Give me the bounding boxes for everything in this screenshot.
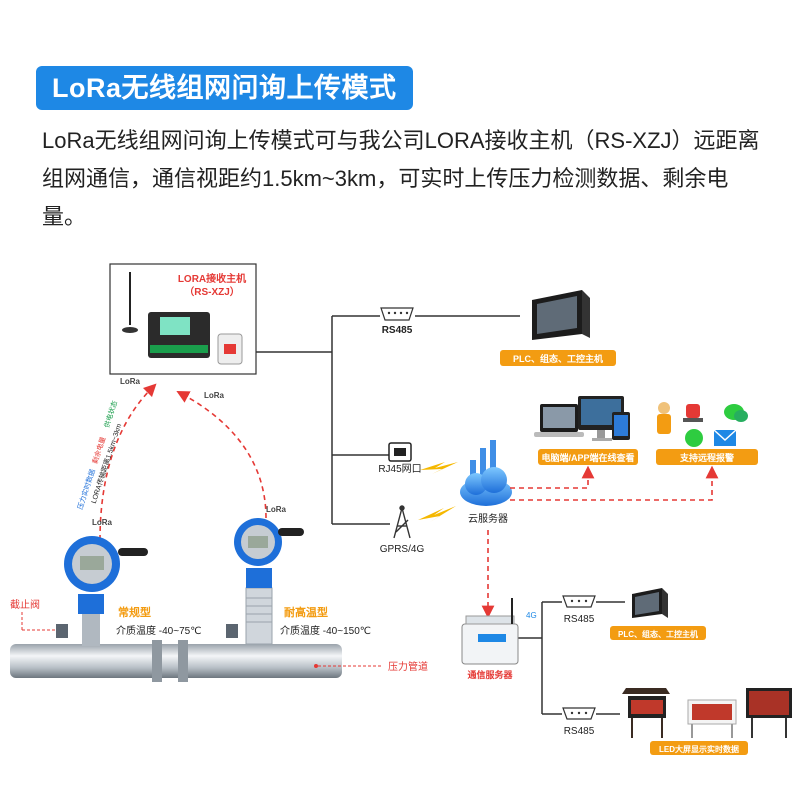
valve-icon xyxy=(56,624,68,638)
pressure-pipe xyxy=(10,640,342,682)
plc-mid-label: PLC、组态、工控主机 xyxy=(618,629,698,639)
rj45-label: RJ45网口 xyxy=(378,463,421,475)
led-badge xyxy=(650,741,748,755)
rs485-port-icon xyxy=(562,707,596,720)
monitor-icon xyxy=(532,290,590,340)
gateway-device xyxy=(461,598,519,665)
antenna-icon xyxy=(118,548,148,556)
pc-app-badge xyxy=(538,449,638,465)
rs485-top-label: RS485 xyxy=(382,325,413,336)
plc-top-label: PLC、组态、工控主机 xyxy=(513,353,603,364)
rs485-port-icon xyxy=(380,307,414,321)
valve-icon xyxy=(226,624,238,638)
gateway-label: 通信服务器 xyxy=(467,669,513,680)
lora-badge: LoRa xyxy=(92,518,113,527)
message-icon xyxy=(685,429,703,447)
led-display-icons xyxy=(622,688,792,738)
transmitter-high-temp xyxy=(226,518,304,645)
remote-alarm-icons xyxy=(657,402,748,447)
tower-icon xyxy=(393,505,411,539)
pc-app-devices xyxy=(534,396,630,441)
rs485-mid-label: RS485 xyxy=(564,614,595,625)
uplink-labels: 压力实时数据 剩余电量 供电状态 LORA传输距离1.5km~3km xyxy=(75,399,123,510)
lora-badge: LoRa xyxy=(204,391,225,400)
connection-lines xyxy=(256,315,625,715)
data-flow-dashes xyxy=(99,383,719,619)
four-g-label: 4G xyxy=(526,611,537,620)
receiver-model: （RS-XZJ） xyxy=(184,285,240,298)
cloud-server-icon xyxy=(460,440,512,506)
rs485-bottom-label: RS485 xyxy=(564,726,595,737)
transmitter-2-temp: 介质温度 -40~150℃ xyxy=(280,624,371,637)
rs485-port-icon xyxy=(562,595,596,608)
pc-app-label: 电脑端/APP端在线查看 xyxy=(541,452,634,463)
alarm-light-icon xyxy=(686,404,700,418)
receiver-host: LORA接收主机 （RS-XZJ） xyxy=(109,263,257,375)
cloud-label: 云服务器 xyxy=(468,512,508,525)
transmitter-1-temp: 介质温度 -40~75℃ xyxy=(116,624,201,637)
person-icon xyxy=(658,402,670,414)
pipe-label: 压力管道 xyxy=(388,660,428,673)
transmitter-1-type: 常规型 xyxy=(118,605,151,619)
receiver-name: LORA接收主机 xyxy=(178,272,246,285)
lora-badge: LoRa xyxy=(120,377,141,386)
rj45-port-icon xyxy=(388,442,412,462)
remote-alarm-badge xyxy=(656,449,758,465)
valve-label: 截止阀 xyxy=(10,598,40,611)
page-title: LoRa无线组网问询上传模式 xyxy=(36,66,413,110)
led-label: LED大屏显示实时数据 xyxy=(659,744,739,754)
remote-alarm-label: 支持远程报警 xyxy=(679,452,734,463)
plc-top-badge xyxy=(500,350,616,366)
lora-badge: LoRa xyxy=(266,505,287,514)
signal-lightning-icon xyxy=(418,506,456,522)
page-description: LoRa无线组网问询上传模式可与我公司LORA接收主机（RS-XZJ）远距离组网… xyxy=(42,128,760,229)
plc-mid-badge xyxy=(610,626,706,640)
transmitter-2-type: 耐高温型 xyxy=(284,605,328,619)
antenna-icon xyxy=(278,528,304,536)
transmitter-standard xyxy=(56,536,148,646)
monitor-icon xyxy=(632,588,668,618)
signal-lightning-icon xyxy=(420,462,458,474)
gprs-label: GPRS/4G xyxy=(380,544,425,555)
